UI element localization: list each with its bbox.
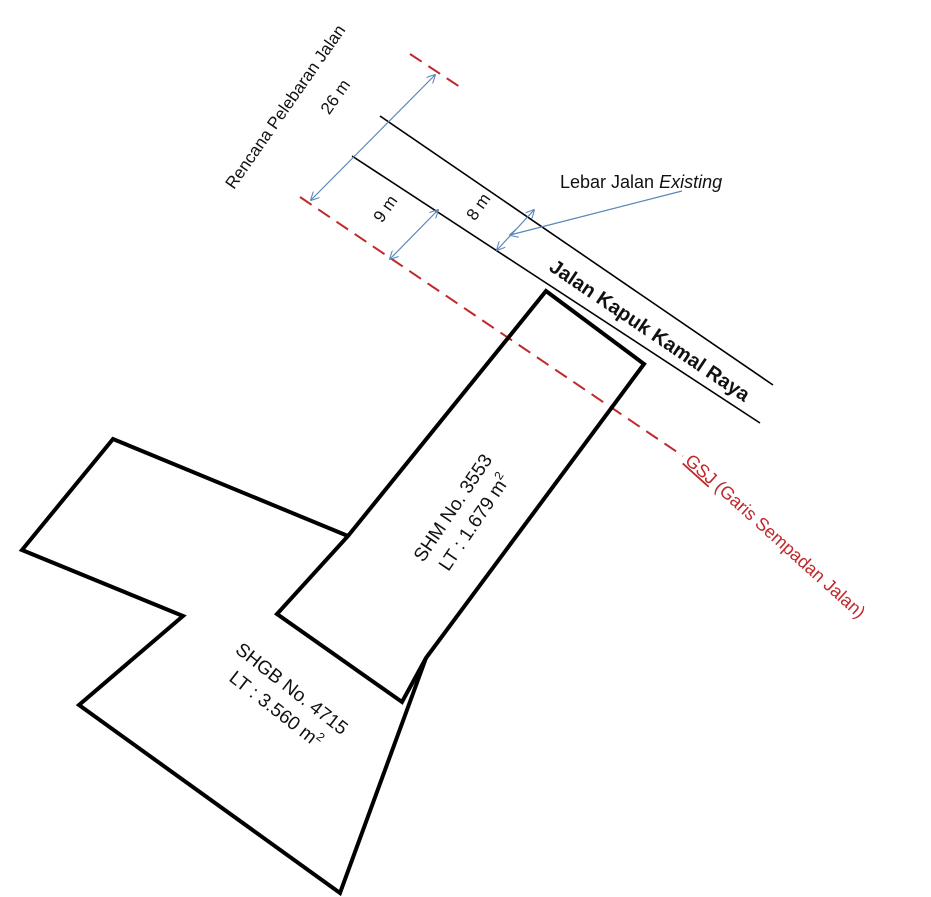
- shgb-parcel-labels: SHGB No. 4715 LT : 3.560 m2: [225, 639, 352, 748]
- gsj-line: [299, 196, 684, 457]
- existing-width-pointer: [510, 190, 683, 235]
- existing-width-text: Lebar Jalan: [560, 172, 659, 192]
- gsj-label: GSJ (Garis Sempadan Jalan): [681, 450, 869, 622]
- dimension-arrow-26m: [311, 75, 435, 200]
- width-9m-label: 9 m: [370, 192, 402, 226]
- shm-parcel-labels: SHM No. 3553 LT : 1.679 m2: [410, 451, 511, 575]
- shgb-parcel-boundary: [18, 436, 428, 897]
- dimension-arrow-9m: [390, 210, 438, 259]
- existing-width-label: Lebar Jalan Existing: [560, 172, 722, 192]
- road-edge-inner: [351, 155, 761, 424]
- widening-plan-line: [409, 53, 461, 88]
- road-edge-outer: [379, 115, 774, 386]
- gsj-full: (Garis Sempadan Jalan): [707, 474, 869, 623]
- existing-width-italic: Existing: [659, 172, 722, 192]
- width-8m-label: 8 m: [463, 190, 495, 224]
- width-26m-label: 26 m: [317, 76, 354, 118]
